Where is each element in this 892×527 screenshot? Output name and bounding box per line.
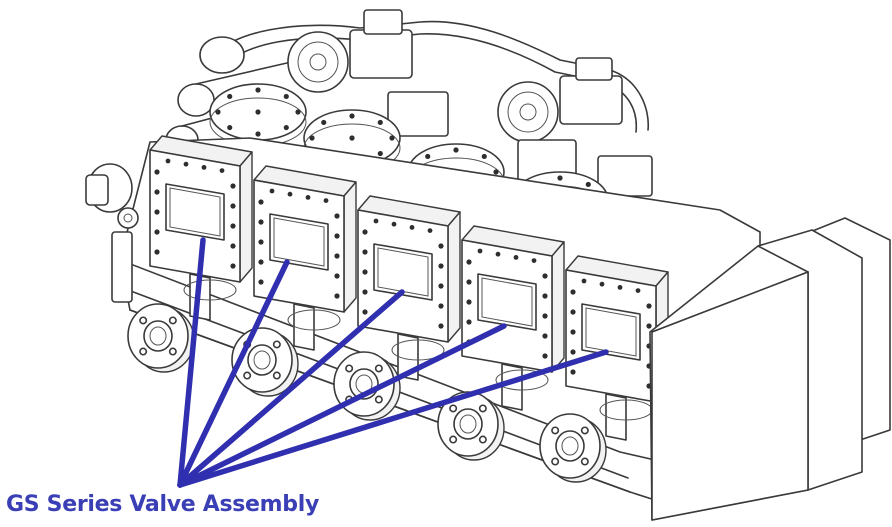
valve-module <box>461 225 565 411</box>
pipe-flange <box>127 303 195 373</box>
leader-line <box>177 289 405 488</box>
leader-line <box>177 259 290 488</box>
valve-module <box>149 135 253 321</box>
caption-label: GS Series Valve Assembly <box>6 492 320 517</box>
leader-lines <box>177 237 609 488</box>
valve-modules <box>149 135 669 441</box>
valve-module <box>565 255 669 441</box>
leader-line <box>177 237 206 488</box>
pipe-flange <box>539 413 607 483</box>
pipe-flanges <box>127 303 607 483</box>
pipe-flange <box>437 391 505 461</box>
leader-line <box>177 323 507 488</box>
left-fitting <box>85 163 139 303</box>
leader-line <box>177 349 609 488</box>
end-enclosure <box>649 217 891 521</box>
